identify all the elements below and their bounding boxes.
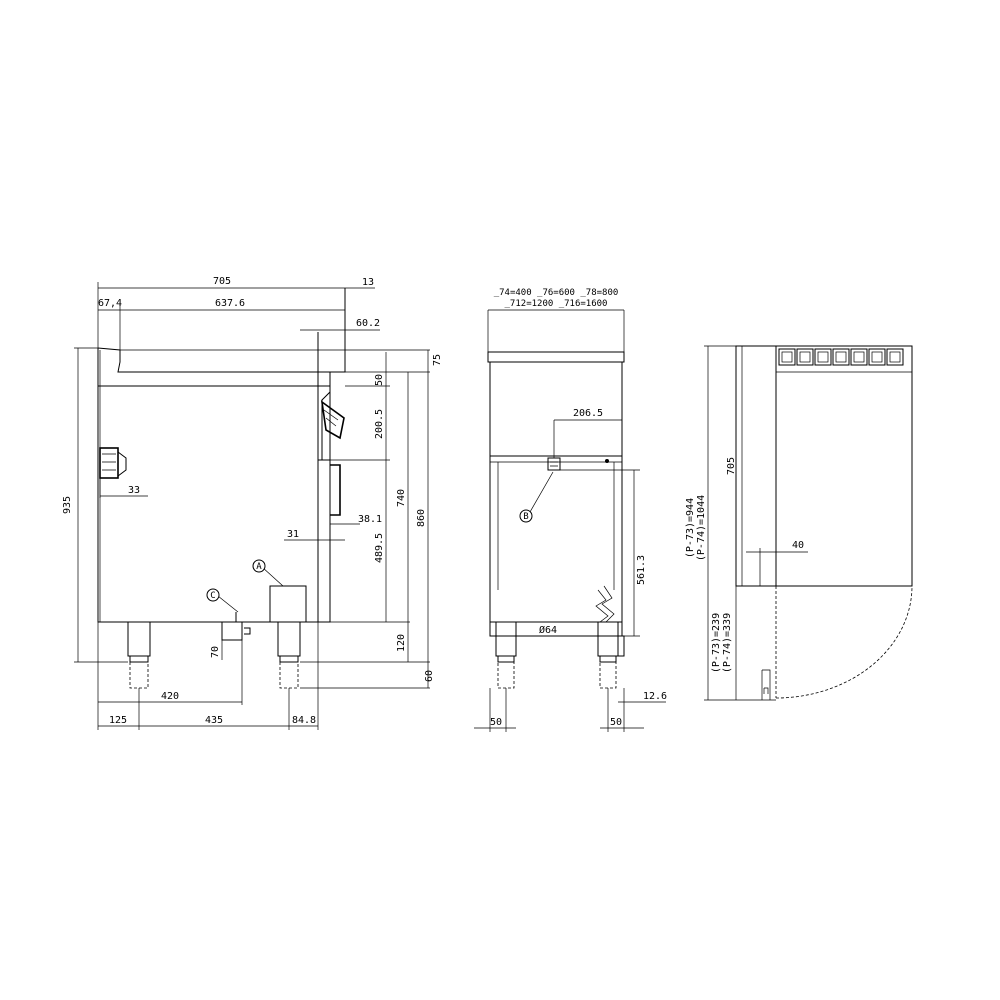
front-break-mark (595, 589, 609, 623)
callout-b-circle (519, 509, 533, 523)
dim-handle: 38.1 (358, 514, 382, 525)
callout-b-label: B (523, 512, 528, 522)
callout-b-leader (529, 471, 554, 513)
top-view: 705 (P-73)=944 (P-74)=1044 (P-73)=239 (P… (685, 345, 913, 701)
side-top-rim (97, 347, 330, 373)
dim-leg-height: 120 (396, 634, 407, 652)
side-front-panel (317, 332, 331, 460)
dim-side-height: 561.3 (636, 555, 647, 585)
dim-lip: 13 (362, 277, 374, 288)
dim-connection: 206.5 (573, 408, 603, 419)
side-control-knob (320, 400, 345, 440)
callout-a-circle (252, 559, 266, 573)
dim-p74-1044: (P-74)=1044 (696, 495, 707, 561)
front-legs (495, 621, 625, 689)
dim-panel: 60.2 (356, 318, 380, 329)
dim-top-band: 50 (374, 374, 385, 386)
side-drain (221, 612, 251, 641)
dim-overall-width: 705 (213, 276, 231, 287)
side-view: A C 705 13 67,4 637.6 60.2 (62, 276, 443, 730)
side-door (317, 459, 331, 623)
dim-front-foot-right: 50 (610, 717, 622, 728)
model-line-2: _712=1200 _716=1600 (505, 299, 608, 309)
side-box-a (269, 585, 307, 623)
dim-base: 60 (424, 670, 435, 682)
front-connection-b (547, 457, 561, 471)
callout-c-label: C (210, 591, 215, 601)
dim-foot-span: 435 (205, 715, 223, 726)
dim-overall-height: 935 (62, 496, 73, 514)
dim-foot-right: 84.8 (292, 715, 316, 726)
dim-p73-944: (P-73)=944 (685, 498, 696, 558)
callout-a-leader (261, 566, 284, 587)
dim-total-height: 860 (416, 509, 427, 527)
dim-p74-339: (P-74)=339 (722, 613, 733, 673)
dim-top-gap: 75 (432, 354, 443, 366)
dim-top-width: 637.6 (215, 298, 245, 309)
side-legs (127, 621, 301, 689)
dim-top-depth: 705 (726, 457, 737, 475)
side-left-knob (99, 447, 127, 479)
dim-front-foot-left: 50 (490, 717, 502, 728)
dim-top-offset: 40 (792, 540, 804, 551)
dim-left-knob: 33 (128, 485, 140, 496)
dim-body-height: 740 (396, 489, 407, 507)
callout-c-leader (217, 595, 239, 613)
front-top (487, 351, 625, 363)
front-view: _74=400 _76=600 _78=800 _712=1200 _716=1… (474, 288, 667, 732)
dim-left-offset: 67,4 (98, 298, 122, 309)
front-lower-body (489, 455, 623, 637)
model-line-1: _74=400 _76=600 _78=800 (494, 288, 619, 298)
side-door-handle (330, 464, 341, 516)
dim-drain-height: 70 (210, 646, 221, 658)
dim-p73-239: (P-73)=239 (711, 613, 722, 673)
top-door-detail (761, 669, 771, 700)
door-swing-arc (775, 585, 913, 699)
callout-a-label: A (256, 562, 262, 572)
dim-door-gap: 31 (287, 529, 299, 540)
top-knob-row (778, 348, 904, 366)
top-body (735, 345, 913, 587)
dim-foot-left: 125 (109, 715, 127, 726)
dim-drain-offset: 420 (161, 691, 179, 702)
dim-side-offset: 12.6 (643, 691, 667, 702)
dim-door-height: 489.5 (374, 533, 385, 563)
callout-c-circle (206, 588, 220, 602)
dim-control-height: 200.5 (374, 409, 385, 439)
dim-leg-diameter: Ø64 (539, 624, 557, 636)
side-body-outline (97, 288, 346, 623)
